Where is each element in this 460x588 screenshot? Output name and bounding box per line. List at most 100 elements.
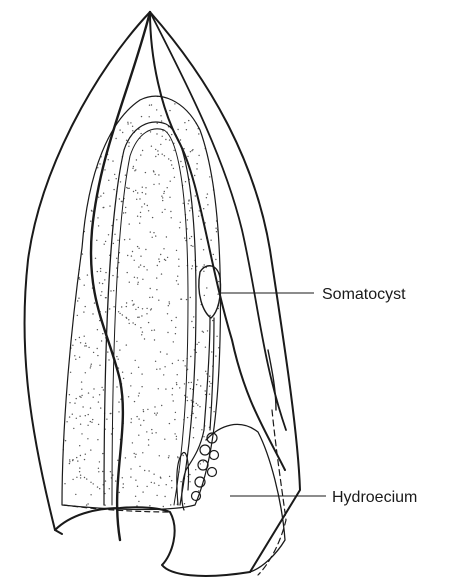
stipple-dot	[104, 244, 105, 245]
stipple-dot	[182, 166, 183, 167]
stipple-dot	[76, 418, 77, 419]
stipple-dot	[155, 361, 156, 362]
stipple-dot	[192, 246, 193, 247]
stipple-dot	[178, 284, 179, 285]
stipple-dot	[119, 129, 120, 130]
stipple-dot	[125, 175, 126, 176]
stipple-dot	[197, 404, 198, 405]
stipple-dot	[180, 481, 181, 482]
stipple-dot	[142, 150, 143, 151]
stipple-dot	[146, 486, 147, 487]
stipple-dot	[100, 195, 101, 196]
stipple-dot	[83, 311, 84, 312]
stipple-dot	[101, 387, 102, 388]
stipple-dot	[100, 295, 101, 296]
stipple-dot	[161, 273, 162, 274]
stipple-dot	[163, 506, 164, 507]
stipple-dot	[167, 257, 168, 258]
stipple-dot	[191, 321, 192, 322]
stipple-dot	[87, 503, 88, 504]
stipple-dot	[206, 287, 207, 288]
stipple-dot	[195, 195, 196, 196]
stipple-dot	[152, 433, 153, 434]
stipple-dot	[196, 352, 197, 353]
stipple-dot	[191, 400, 192, 401]
stipple-dot	[176, 382, 177, 383]
stipple-dot	[135, 324, 136, 325]
stipple-dot	[97, 348, 98, 349]
stipple-dot	[165, 388, 166, 389]
stipple-dot	[115, 480, 116, 481]
stipple-dot	[213, 411, 214, 412]
stipple-dot	[167, 332, 168, 333]
stipple-dot	[102, 333, 103, 334]
stipple-dot	[85, 306, 86, 307]
stipple-dot	[105, 241, 106, 242]
stipple-dot	[170, 181, 171, 182]
stipple-dot	[164, 191, 165, 192]
stipple-dot	[151, 146, 152, 147]
stipple-dot	[183, 148, 184, 149]
stipple-dot	[109, 488, 110, 489]
stipple-dot	[141, 386, 142, 387]
stipple-dot	[155, 235, 156, 236]
stipple-dot	[75, 359, 76, 360]
stipple-dot	[79, 357, 80, 358]
stipple-dot	[69, 416, 70, 417]
stipple-dot	[140, 425, 141, 426]
stipple-dot	[156, 133, 157, 134]
stipple-dot	[72, 479, 73, 480]
stipple-dot	[141, 315, 142, 316]
stipple-dot	[122, 132, 123, 133]
stipple-dot	[191, 268, 192, 269]
stipple-dot	[79, 467, 80, 468]
stipple-dot	[87, 425, 88, 426]
stipple-dot	[90, 407, 91, 408]
stipple-dot	[180, 222, 181, 223]
stipple-dot	[130, 385, 131, 386]
stipple-dot	[215, 259, 216, 260]
stipple-dot	[102, 471, 103, 472]
stipple-dot	[166, 484, 167, 485]
stipple-dot	[173, 400, 174, 401]
nectosac-outline	[62, 96, 220, 509]
stipple-dot	[84, 285, 85, 286]
stipple-dot	[205, 347, 206, 348]
stipple-dot	[137, 246, 138, 247]
stipple-dot	[130, 468, 131, 469]
stipple-dot	[204, 264, 205, 265]
stipple-dot	[80, 475, 81, 476]
stipple-dot	[199, 210, 200, 211]
stipple-dot	[129, 282, 130, 283]
stipple-dot	[155, 432, 156, 433]
stipple-dot	[165, 260, 166, 261]
stipple-dot	[125, 457, 126, 458]
stipple-dot	[69, 461, 70, 462]
stipple-dot	[156, 369, 157, 370]
stipple-dot	[91, 422, 92, 423]
stipple-dot	[130, 422, 131, 423]
stipple-dot	[142, 192, 143, 193]
stipple-dot	[133, 304, 134, 305]
stipple-dot	[164, 366, 165, 367]
stipple-dot	[196, 266, 197, 267]
stipple-dot	[69, 459, 70, 460]
stipple-dot	[153, 232, 154, 233]
stipple-dot	[160, 477, 161, 478]
stipple-dot	[128, 142, 129, 143]
stipple-dot	[193, 406, 194, 407]
stipple-dot	[179, 387, 180, 388]
stipple-dot	[188, 120, 189, 121]
stipple-dot	[178, 266, 179, 267]
stipple-dot	[86, 345, 87, 346]
stipple-dot	[159, 183, 160, 184]
stipple-dot	[98, 197, 99, 198]
stipple-dot	[154, 482, 155, 483]
stipple-dot	[151, 482, 152, 483]
stipple-dot	[104, 279, 105, 280]
stipple-dot	[209, 407, 210, 408]
stipple-dot	[164, 209, 165, 210]
stipple-dot	[158, 174, 159, 175]
stipple-dot	[173, 150, 174, 151]
stipple-dot	[198, 216, 199, 217]
